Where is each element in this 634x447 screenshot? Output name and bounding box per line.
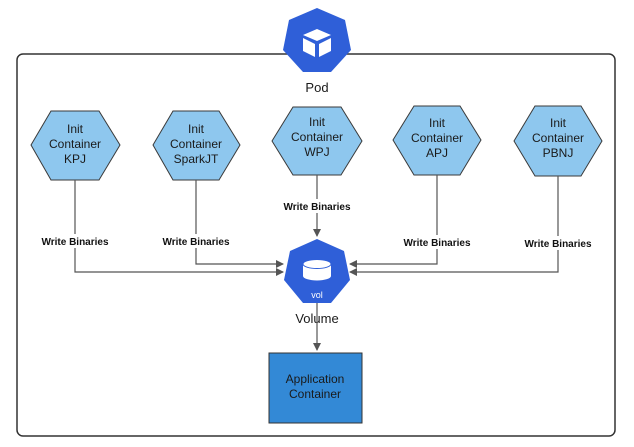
init-container-wpj[interactable]: Init Container WPJ [271, 106, 363, 176]
edge-pbnj-to-volume [349, 176, 559, 276]
application-container-line: Container [289, 387, 341, 401]
pod-icon [283, 8, 351, 72]
pod-label: Pod [305, 80, 328, 95]
init-container-name: WPJ [304, 145, 329, 159]
init-container-line: Init [188, 122, 205, 136]
init-container-line: Container [49, 137, 101, 151]
init-container-line: Container [170, 137, 222, 151]
edge-kpj-to-volume [74, 180, 284, 276]
init-container-line: Container [291, 130, 343, 144]
init-container-kpj[interactable]: Init Container KPJ [30, 110, 121, 181]
init-container-line: Container [411, 131, 463, 145]
init-container-name: PBNJ [543, 146, 574, 160]
application-container-line: Application [286, 372, 345, 386]
init-container-name: APJ [426, 146, 448, 160]
init-container-sparkjt[interactable]: Init Container SparkJT [152, 110, 241, 181]
init-container-line: Container [532, 131, 584, 145]
edge-label-write-binaries: Write Binaries [524, 239, 591, 250]
edge-label-write-binaries: Write Binaries [403, 238, 470, 249]
init-container-apj[interactable]: Init Container APJ [392, 105, 482, 176]
init-container-pbnj[interactable]: Init Container PBNJ [513, 105, 603, 177]
init-container-line: Init [550, 116, 567, 130]
volume-icon[interactable]: vol [284, 239, 350, 303]
init-container-line: Init [309, 115, 326, 129]
init-container-line: Init [429, 116, 446, 130]
init-container-line: Init [67, 122, 84, 136]
edge-label-write-binaries: Write Binaries [283, 202, 350, 213]
edge-sparkjt-to-volume [195, 180, 284, 268]
init-container-name: SparkJT [174, 152, 219, 166]
edge-label-write-binaries: Write Binaries [41, 237, 108, 248]
application-container[interactable]: Application Container [268, 352, 363, 424]
init-container-name: KPJ [64, 152, 86, 166]
edge-apj-to-volume [349, 175, 438, 268]
edge-label-write-binaries: Write Binaries [162, 237, 229, 248]
volume-badge: vol [311, 290, 323, 300]
